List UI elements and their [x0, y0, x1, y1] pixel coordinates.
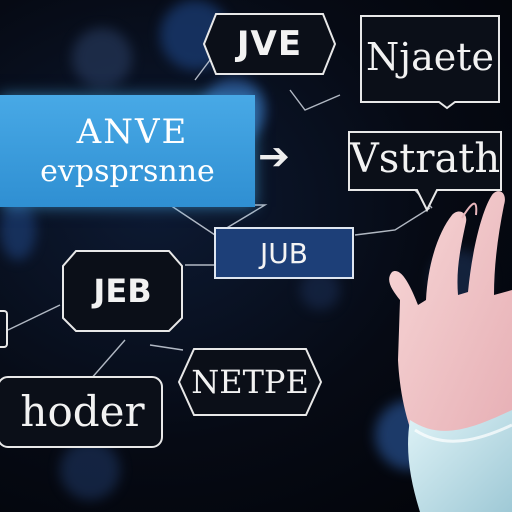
node-vstrath-frame — [348, 131, 502, 213]
bokeh-light — [0, 200, 36, 260]
node-netpe: NETPE — [191, 363, 309, 401]
node-anve-line1: ANVE — [76, 112, 189, 152]
hand-shape — [389, 191, 512, 470]
node-hoder-frame — [0, 376, 163, 448]
node-jve-frame — [202, 13, 337, 75]
node-jeb-frame — [62, 250, 183, 332]
edge-marker — [0, 310, 8, 348]
node-anve: ANVE evpsprsnne — [0, 95, 255, 207]
arrow-right-icon: ➔ — [258, 134, 290, 178]
node-vstrath: Vstrath — [349, 136, 501, 182]
node-njaete-frame — [360, 15, 500, 110]
bokeh-light — [60, 440, 120, 500]
node-hoder: hoder — [20, 386, 145, 436]
node-anve-line2: evpsprsnne — [40, 154, 215, 189]
node-jeb: JEB — [93, 272, 152, 310]
node-jve: JVE — [236, 24, 303, 64]
node-njaete: Njaete — [366, 35, 494, 79]
node-netpe-frame — [177, 348, 323, 416]
bokeh-light — [72, 28, 132, 88]
node-jub: JUB — [214, 227, 354, 279]
